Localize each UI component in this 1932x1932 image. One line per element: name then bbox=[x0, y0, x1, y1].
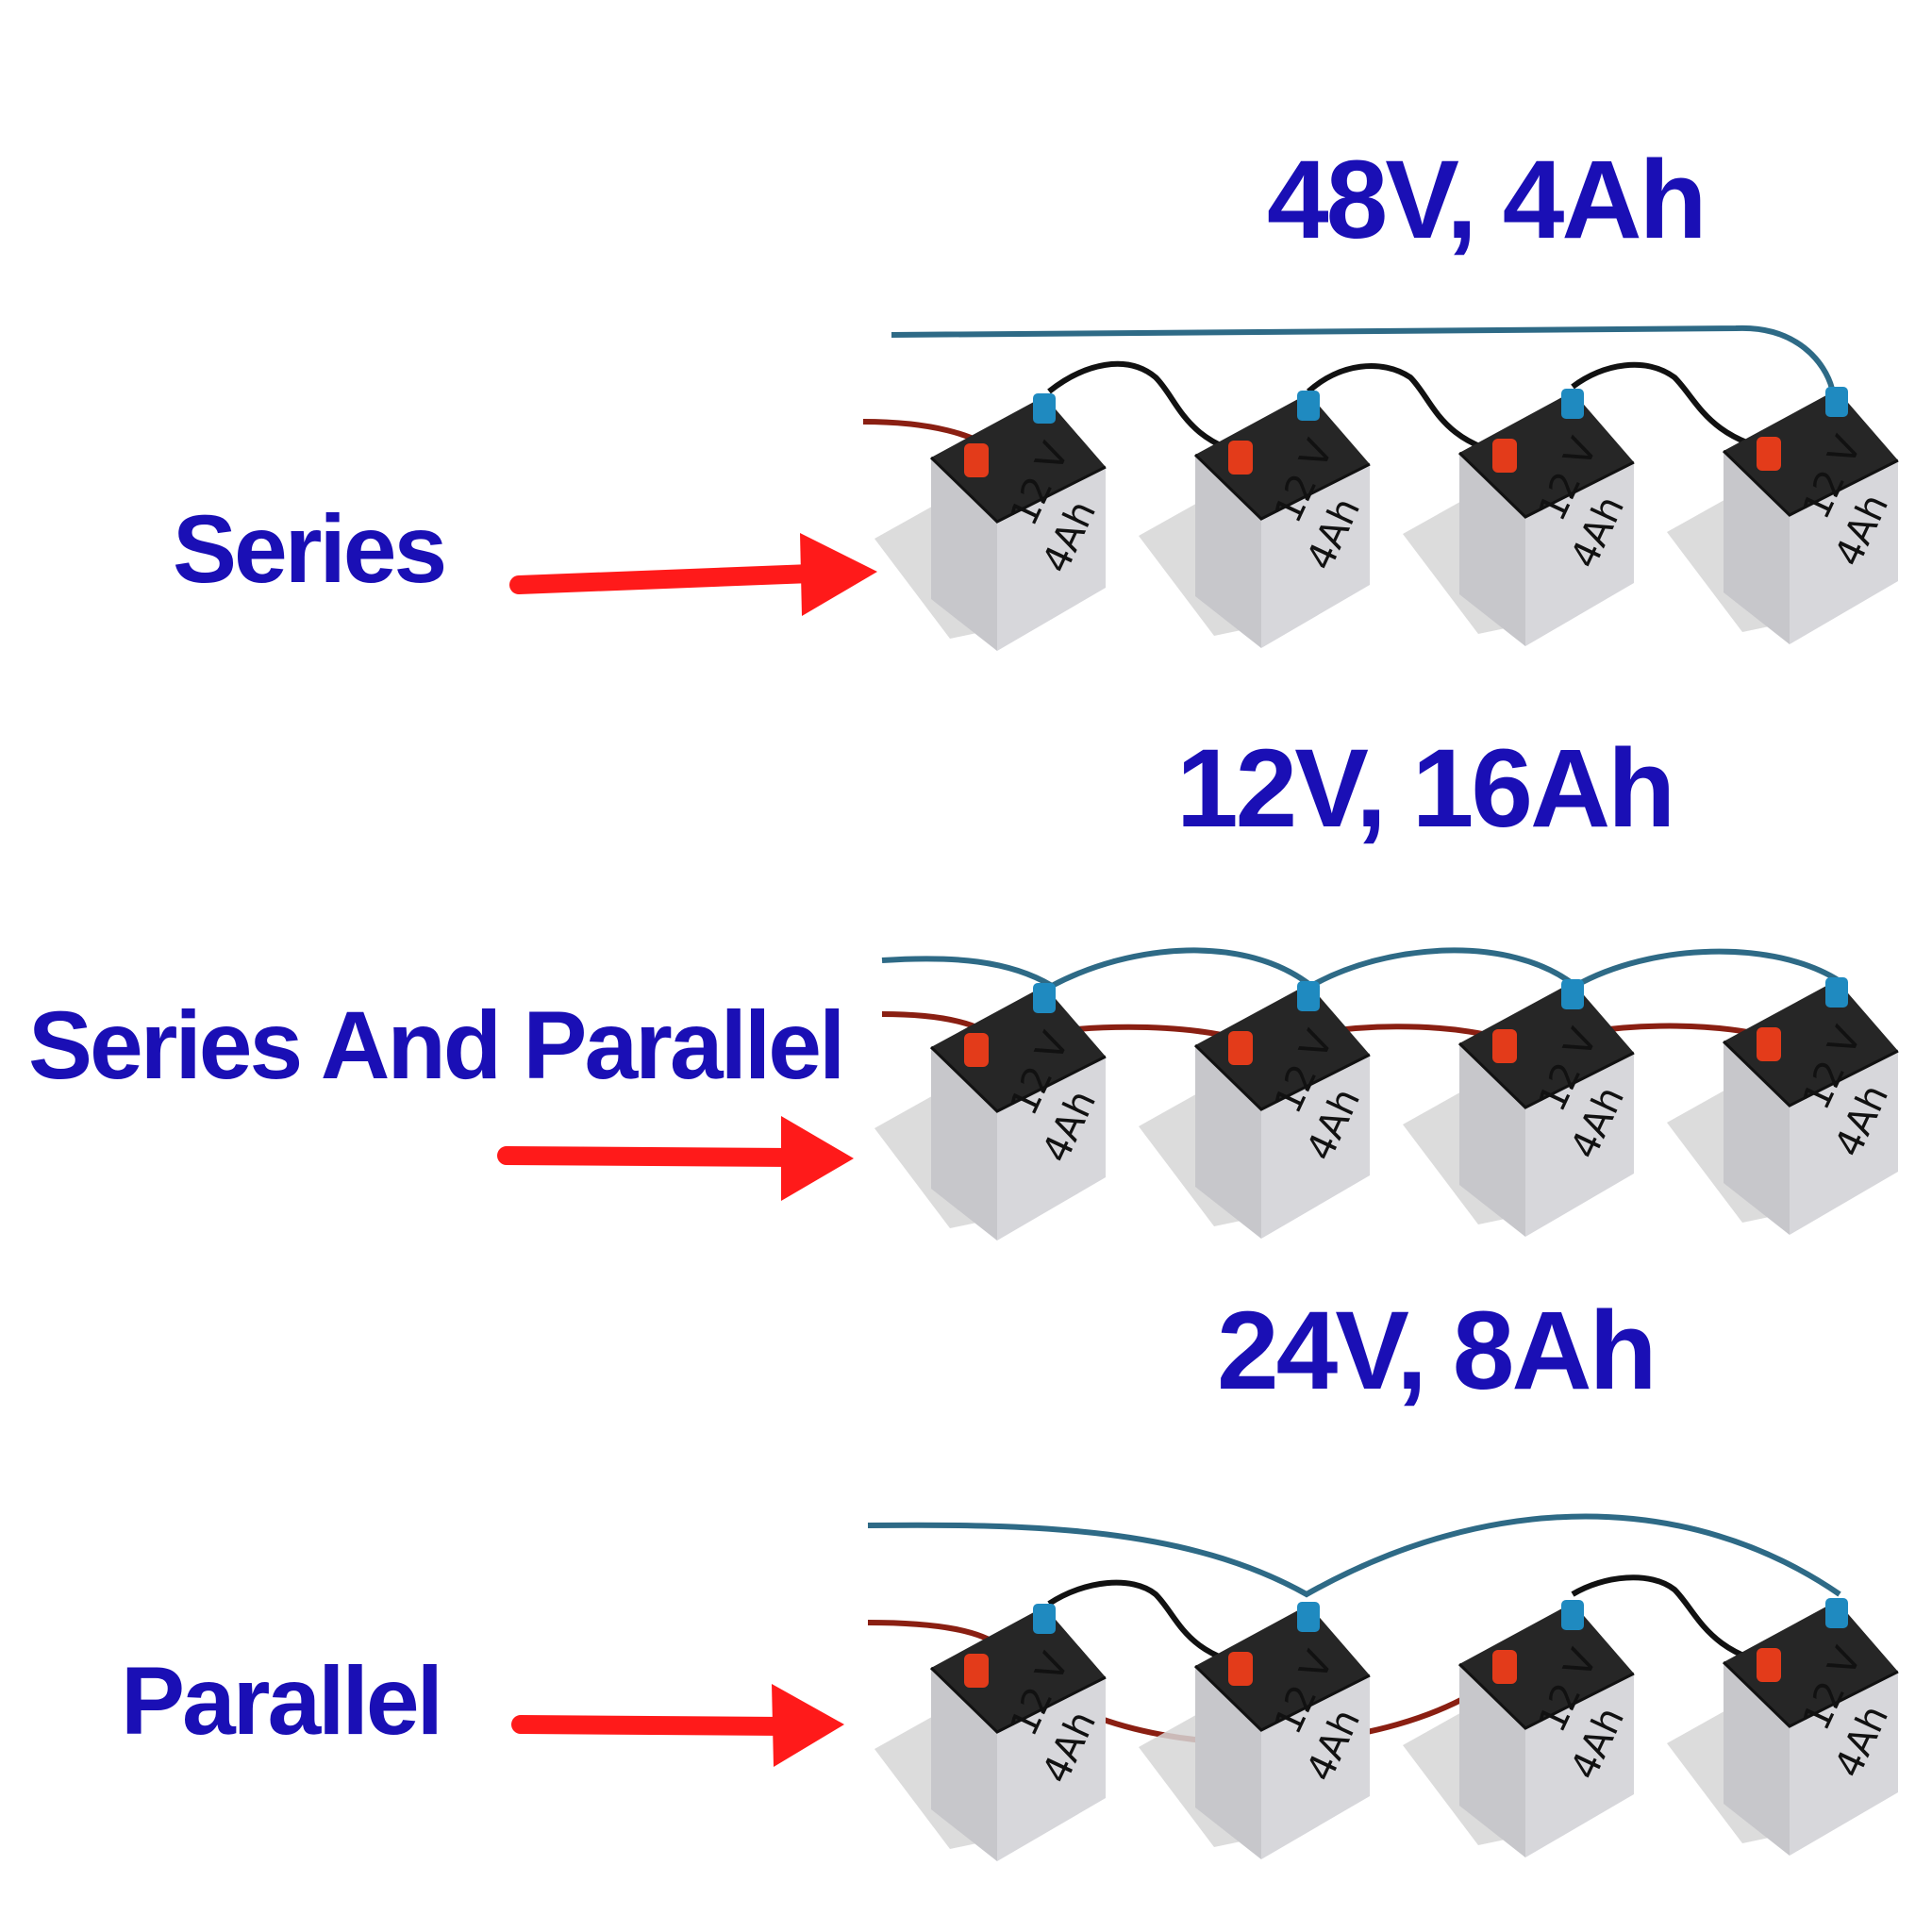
battery: 12 V 4Ah bbox=[873, 393, 1108, 653]
battery: 12 V 4Ah bbox=[1137, 391, 1372, 650]
battery: 12 V 4Ah bbox=[1401, 1600, 1636, 1859]
section-parallel: Parallel 24V, 8Ah 12 V 4Ah 12 V 4Ah bbox=[121, 1289, 1900, 1863]
section-label: Parallel bbox=[121, 1647, 441, 1755]
battery: 12 V 4Ah bbox=[1401, 979, 1636, 1239]
section-label: Series And Parallel bbox=[28, 991, 842, 1099]
battery: 12 V 4Ah bbox=[1665, 977, 1900, 1237]
rating-label: 12V, 16Ah bbox=[1176, 726, 1673, 851]
battery: 12 V 4Ah bbox=[1137, 981, 1372, 1241]
battery: 12 V 4Ah bbox=[1665, 387, 1900, 646]
rating-label: 24V, 8Ah bbox=[1217, 1289, 1655, 1413]
battery: 12 V 4Ah bbox=[1137, 1602, 1372, 1861]
battery: 12 V 4Ah bbox=[873, 983, 1108, 1242]
rating-label: 48V, 4Ah bbox=[1267, 138, 1705, 262]
battery: 12 V 4Ah bbox=[1665, 1598, 1900, 1857]
pointer-arrow bbox=[509, 533, 877, 616]
pointer-arrow bbox=[497, 1116, 854, 1201]
section-series-and-parallel: Series And Parallel 12V, 16Ah 12 V 4Ah 1… bbox=[28, 726, 1900, 1242]
pointer-arrow bbox=[511, 1684, 844, 1767]
section-series: Series 48V, 4Ah 12 V 4Ah 12 V 4Ah bbox=[173, 138, 1900, 653]
section-label: Series bbox=[173, 495, 444, 603]
wiring bbox=[862, 325, 1835, 460]
battery: 12 V 4Ah bbox=[1401, 389, 1636, 648]
battery: 12 V 4Ah bbox=[873, 1604, 1108, 1863]
